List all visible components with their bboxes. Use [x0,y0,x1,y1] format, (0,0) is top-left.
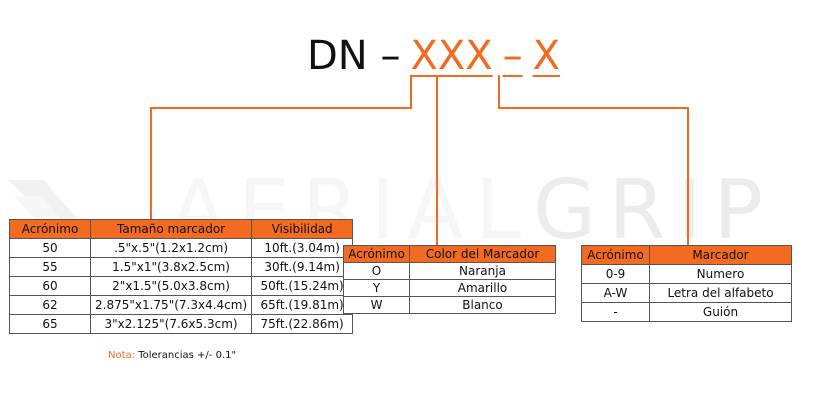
size-dimension-cell: 3"x2.125"(7.6x5.3cm) [89,314,253,334]
color-acronym-cell: W [343,296,410,314]
color-header-marker-color: Color del Marcador [409,245,556,263]
table-row: 62 2.875"x1.75"(7.3x4.4cm) 65ft.(19.81m) [9,295,354,315]
watermark-part2: GRIP [532,163,775,258]
code-suffix: X [532,33,561,79]
size-visibility-cell: 30ft.(9.14m) [251,257,354,277]
table-row: O Naranja [343,262,556,280]
size-dimension-cell: .5"x.5"(1.2x1.2cm) [89,238,253,258]
size-table: Acrónimo Tamaño marcador Visibilidad 50 … [9,219,354,334]
size-dimension-cell: 2.875"x1.75"(7.3x4.4cm) [89,295,253,315]
size-table-wrap: Acrónimo Tamaño marcador Visibilidad 50 … [9,219,354,334]
size-header-row: Acrónimo Tamaño marcador Visibilidad [9,219,354,239]
marker-acronym-cell: - [581,302,650,322]
note-label: Nota: [108,350,136,361]
tolerance-note: Nota: Tolerancias +/- 0.1" [108,351,236,361]
size-acronym-cell: 50 [9,238,91,258]
part-number-format: DN – XXX – X [307,36,560,76]
size-acronym-cell: 65 [9,314,91,334]
size-header-acronym: Acrónimo [9,219,91,239]
size-visibility-cell: 50ft.(15.24m) [251,276,354,296]
color-table: Acrónimo Color del Marcador O Naranja Y … [343,245,556,314]
size-visibility-cell: 65ft.(19.81m) [251,295,354,315]
table-row: - Guión [581,302,792,322]
marker-table-wrap: Acrónimo Marcador 0-9 Numero A-W Letra d… [581,245,792,322]
color-header-acronym: Acrónimo [343,245,410,263]
marker-value-cell: Numero [649,264,792,284]
table-row: 0-9 Numero [581,264,792,284]
table-row: Y Amarillo [343,279,556,297]
color-table-wrap: Acrónimo Color del Marcador O Naranja Y … [343,245,556,314]
table-row: 60 2"x1.5"(5.0x3.8cm) 50ft.(15.24m) [9,276,354,296]
size-dimension-cell: 2"x1.5"(5.0x3.8cm) [89,276,253,296]
marker-header-acronym: Acrónimo [581,245,650,265]
size-acronym-cell: 60 [9,276,91,296]
marker-header-row: Acrónimo Marcador [581,245,792,265]
table-row: 65 3"x2.125"(7.6x5.3cm) 75ft.(22.86m) [9,314,354,334]
size-acronym-cell: 55 [9,257,91,277]
marker-header-marker: Marcador [649,245,792,265]
note-text: Tolerancias +/- 0.1" [138,350,237,361]
color-value-cell: Blanco [409,296,556,314]
color-acronym-cell: O [343,262,410,280]
size-header-marker-size: Tamaño marcador [89,219,253,239]
size-acronym-cell: 62 [9,295,91,315]
marker-acronym-cell: A-W [581,283,650,303]
table-row: A-W Letra del alfabeto [581,283,792,303]
size-visibility-cell: 75ft.(22.86m) [251,314,354,334]
size-visibility-cell: 10ft.(3.04m) [251,238,354,258]
marker-value-cell: Letra del alfabeto [649,283,792,303]
color-header-row: Acrónimo Color del Marcador [343,245,556,263]
table-row: W Blanco [343,296,556,314]
code-middle: XXX [410,33,493,79]
color-value-cell: Naranja [409,262,556,280]
size-header-visibility: Visibilidad [251,219,354,239]
connector-size-line [150,75,412,220]
table-row: 55 1.5"x1"(3.8x2.5cm) 30ft.(9.14m) [9,257,354,277]
code-prefix: DN – [307,33,401,79]
marker-acronym-cell: 0-9 [581,264,650,284]
color-acronym-cell: Y [343,279,410,297]
code-separator: – [502,33,523,79]
marker-table: Acrónimo Marcador 0-9 Numero A-W Letra d… [581,245,792,322]
marker-value-cell: Guión [649,302,792,322]
table-row: 50 .5"x.5"(1.2x1.2cm) 10ft.(3.04m) [9,238,354,258]
color-value-cell: Amarillo [409,279,556,297]
connector-marker-line [498,75,689,246]
size-dimension-cell: 1.5"x1"(3.8x2.5cm) [89,257,253,277]
